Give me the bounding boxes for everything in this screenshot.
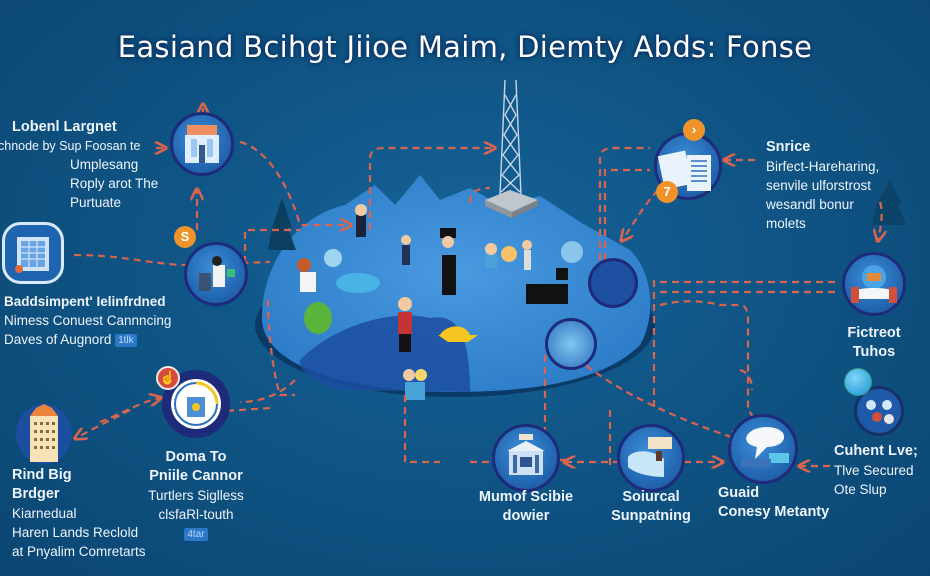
label-heading: Fictreot [847, 325, 901, 341]
hand-pointer-icon: ☝ [159, 370, 177, 385]
node-castle-tower[interactable] [16, 404, 72, 464]
characters [297, 204, 583, 400]
tower-base [485, 190, 538, 212]
label-guaid: Guaid Conesy Metanty [718, 484, 829, 522]
label-line: chnode by Sup Foosan te [0, 139, 141, 153]
tree-silhouette [872, 180, 906, 225]
label-line: Ote Slup [834, 482, 887, 497]
badge-s: S [174, 226, 196, 248]
chat-bubble-icon [741, 427, 789, 467]
label-heading: Rind Big [12, 467, 72, 483]
node-globe-cluster[interactable] [854, 386, 904, 436]
documents-icon [657, 150, 711, 191]
label-snrice: Snrice Birfect-Hareharing, senvile ulfor… [766, 138, 879, 233]
tree-silhouette [268, 198, 296, 250]
label-line: Birfect-Hareharing, [766, 159, 880, 174]
label-heading: Pniile Cannor [149, 468, 243, 484]
label-line: Umplesang [70, 157, 139, 172]
node-office-tower[interactable] [2, 222, 64, 284]
node-worker-scene[interactable] [184, 242, 248, 306]
label-line: Tlve Secured [834, 463, 914, 478]
label-heading: dowier [502, 508, 550, 524]
label-heading: Snrice [766, 139, 811, 155]
label-line: wesandl bonur [766, 197, 854, 212]
label-line: Kiarnedual [12, 506, 77, 521]
label-heading: Brdger [12, 486, 60, 502]
tag-chip: 4tar [184, 527, 208, 541]
badge-seven: 7 [656, 181, 678, 203]
dome-building-icon [851, 265, 897, 303]
bank-icon [507, 434, 545, 475]
label-mumof: Mumof Scibie dowier [466, 488, 586, 526]
label-heading: Mumof Scibie [478, 489, 574, 505]
label-heading: Conesy Metanty [718, 504, 830, 520]
label-heading: Guaid [718, 485, 760, 501]
label-doma-to: Doma To Pniile Cannor Turtlers Siglless … [140, 448, 252, 543]
label-heading: Sunpatning [611, 508, 691, 524]
map-scroll-icon [628, 437, 672, 477]
node-platform-pool[interactable] [545, 318, 597, 370]
label-line: Turtlers Siglless [148, 488, 244, 503]
node-chat[interactable] [728, 414, 798, 484]
office-tower-icon [15, 237, 49, 273]
building-icon [185, 125, 219, 163]
label-lobenl-largnet: Lobenl Largnet [12, 118, 117, 137]
label-heading: Soiurcal [622, 489, 680, 505]
label-lobenl-desc-2: Umplesang Roply arot The Purtuate [70, 155, 158, 212]
worker-scene-icon [199, 256, 235, 291]
globe-cluster-icon [866, 400, 894, 424]
label-cuhent: Cuhent Lve; Tlve Secured Ote Slup [834, 442, 918, 499]
radio-tower [499, 79, 522, 196]
platform-lake [300, 315, 470, 392]
label-line: molets [766, 216, 806, 231]
label-heading: Baddsimpent' Ielinfrdned [4, 294, 166, 309]
node-building[interactable] [170, 112, 234, 176]
tower-base-side [512, 200, 538, 218]
node-bank[interactable] [492, 424, 560, 492]
label-line: senvile ulforstrost [766, 178, 872, 193]
label-heading: Lobenl Largnet [12, 119, 117, 135]
node-dome-building[interactable] [842, 252, 906, 316]
label-line: Daves of Augnord [4, 332, 112, 347]
label-lobenl-desc: chnode by Sup Foosan te [0, 137, 140, 156]
label-soiurcal: Soiurcal Sunpatning [596, 488, 706, 526]
label-line: clsfaRl-touth [158, 507, 234, 522]
label-fictreot: Fictreot Tuhos [834, 324, 914, 362]
label-baddsimpent: Baddsimpent' Ielinfrdned Nimess Conuest … [4, 292, 171, 349]
label-line: Nimess Conuest Cannncing [4, 313, 172, 328]
page-title: Easiand Bcihgt Jiioe Maim, Diemty Abds: … [117, 30, 813, 64]
tag-chip: 1tlk [115, 333, 137, 347]
badge-chevron: › [683, 119, 705, 141]
label-heading: Doma To [165, 449, 227, 465]
label-line: at Pnyalim Comretarts [12, 544, 146, 559]
jar-icon [171, 379, 221, 429]
castle-tower-icon [30, 404, 58, 462]
label-line: Haren Lands Reclold [12, 525, 139, 540]
tower-base-side [485, 200, 512, 218]
label-line: Roply arot The [70, 176, 159, 191]
hand-pointer-badge: ☝ [156, 366, 180, 390]
label-heading: Tuhos [852, 344, 896, 360]
node-platform-cabinet[interactable] [588, 258, 638, 308]
node-map-scroll[interactable] [617, 424, 685, 492]
globe-icon [844, 368, 872, 396]
label-heading: Cuhent Lve; [834, 443, 918, 459]
label-line: Purtuate [70, 195, 122, 210]
label-rind-big: Rind Big Brdger Kiarnedual Haren Lands R… [12, 466, 146, 561]
